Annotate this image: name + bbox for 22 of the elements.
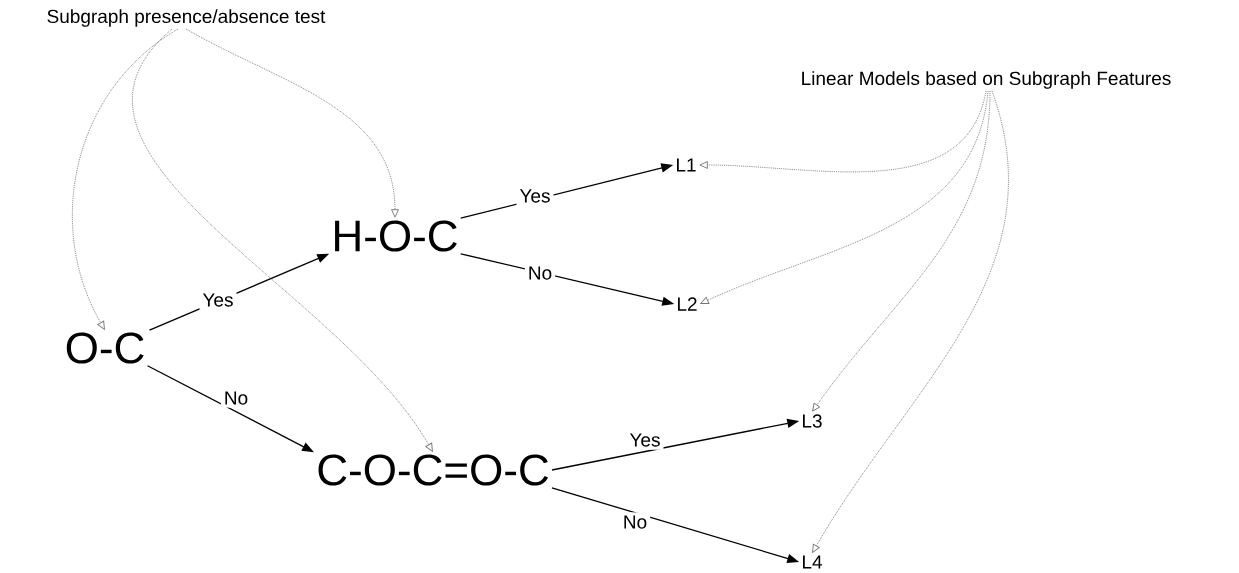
model-label: L1: [677, 158, 696, 172]
dotted-arrow: [132, 28, 433, 452]
dotted-arrow: [185, 28, 399, 218]
edge-label: Yes: [199, 290, 237, 310]
model-label: L4: [803, 555, 822, 569]
annotation-text: Subgraph presence/absence test: [47, 9, 326, 27]
model-label: L3: [803, 414, 822, 428]
edge-label: No: [619, 512, 651, 532]
dotted-arrow: [71, 28, 179, 330]
model-label: L2: [678, 297, 697, 311]
dotted-arrow: [700, 90, 989, 304]
dotted-arrow: [699, 90, 987, 173]
edge-label: Yes: [516, 186, 554, 206]
subgraph-label: O-C: [66, 332, 144, 364]
annotation-text: Linear Models based on Subgraph Features: [802, 71, 1171, 89]
edge-label: No: [524, 263, 556, 283]
dotted-arrow: [812, 90, 991, 412]
subgraph-label: H-O-C: [335, 220, 457, 252]
subgraph-label: C-O-C=O-C: [318, 454, 549, 486]
edge-label: Yes: [626, 430, 664, 450]
dotted-arrow: [812, 90, 1009, 553]
edge-label: No: [220, 388, 252, 408]
